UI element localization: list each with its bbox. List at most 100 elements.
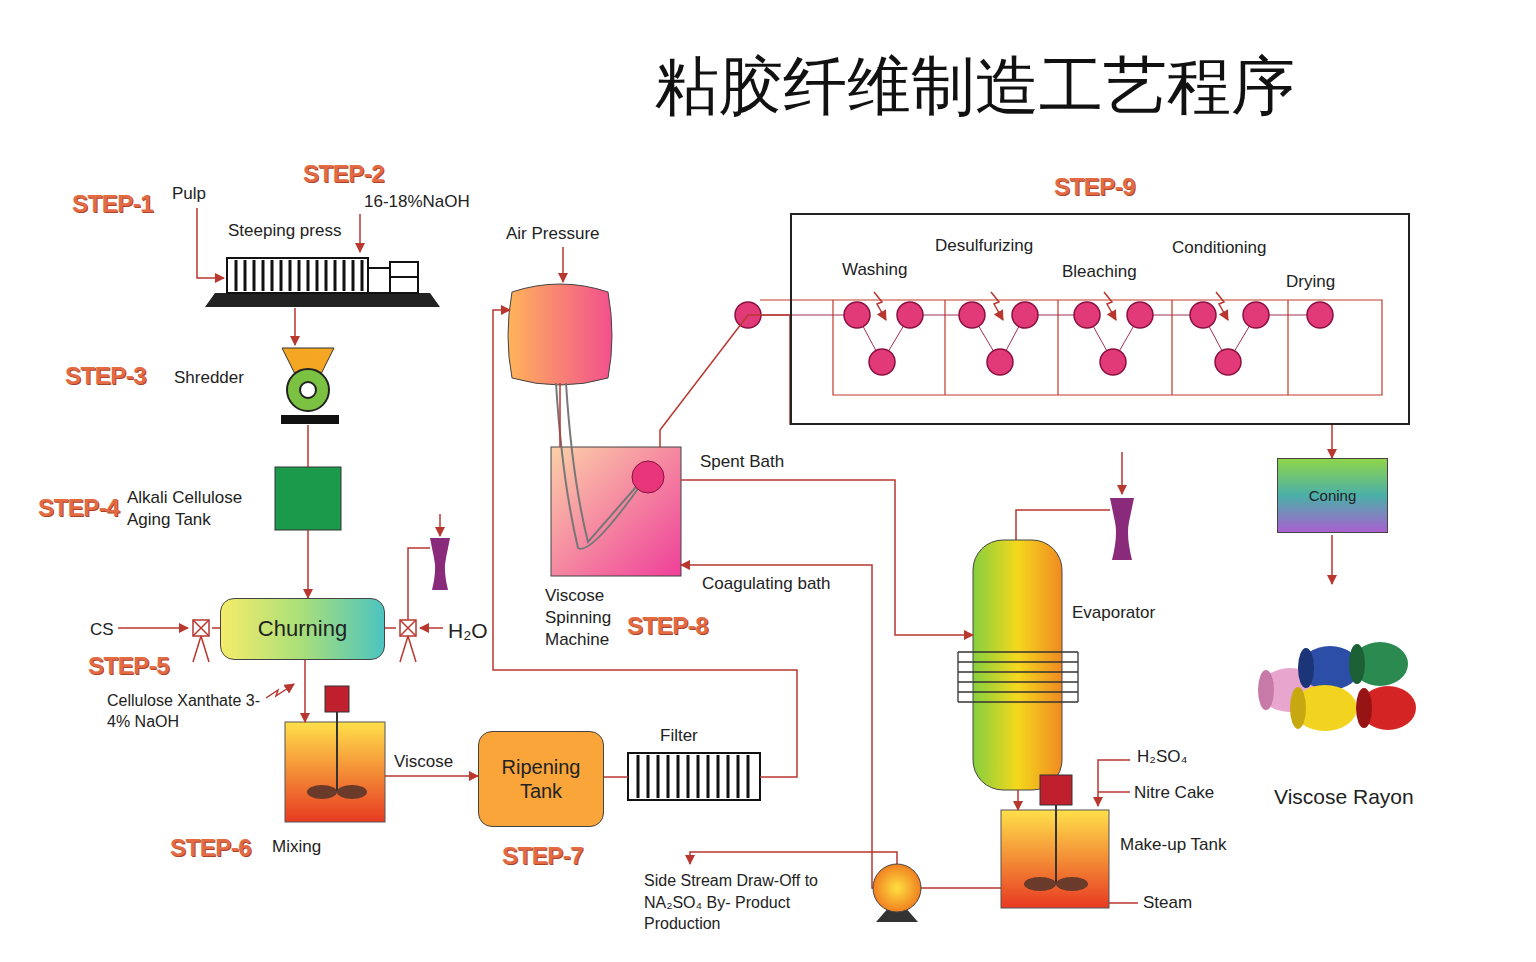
thread-spools xyxy=(1290,687,1306,729)
roller xyxy=(897,302,923,328)
make-up-tank xyxy=(1055,805,1057,884)
feed-arrows xyxy=(562,247,564,282)
make-up-tank xyxy=(1024,877,1056,891)
connector xyxy=(307,530,309,598)
mixing-tank xyxy=(336,712,338,792)
node-text: Viscose Spinning Machine xyxy=(545,585,637,651)
steeping-press xyxy=(205,258,440,307)
make-up-tank xyxy=(1001,775,1109,908)
steeping-press xyxy=(390,276,418,278)
filter-element xyxy=(687,755,690,798)
after-treatment-line xyxy=(760,300,1382,395)
connector xyxy=(304,660,306,722)
node-text: Bleaching xyxy=(1062,261,1137,283)
spray-arrow xyxy=(874,292,886,320)
connector-label: Spent Bath xyxy=(698,452,786,472)
mixing-tank xyxy=(325,686,349,712)
equipment: Viscose Spinning Machine xyxy=(551,447,681,576)
equipment: Evaporator xyxy=(973,540,1062,790)
feed-arrows xyxy=(1016,510,1110,540)
spray-arrow xyxy=(991,292,1003,320)
node-text: Air Pressure xyxy=(506,223,600,245)
feed-arrows xyxy=(266,684,294,698)
mixing-tank xyxy=(337,785,367,799)
press-plate xyxy=(262,260,265,291)
feed-arrows xyxy=(118,208,1332,903)
filter-element xyxy=(667,755,670,798)
connector xyxy=(307,425,309,467)
connector xyxy=(681,565,1001,888)
step-number: STEP-7 xyxy=(502,840,583,871)
evaporator xyxy=(958,652,1078,702)
label: H₂SO₄ xyxy=(1137,746,1187,768)
filter-element xyxy=(707,755,710,798)
connector xyxy=(604,776,628,778)
node-text: Steeping press xyxy=(228,220,341,242)
mixing-tank xyxy=(285,722,385,822)
equipment: Filter xyxy=(628,753,760,800)
press-plate xyxy=(343,260,346,291)
spray-arrow xyxy=(1216,292,1228,320)
label: Nitre Cake xyxy=(1134,782,1214,804)
label: Viscose Rayon xyxy=(1274,783,1414,810)
step-number: STEP-9 xyxy=(1054,171,1135,202)
valve-symbol xyxy=(193,620,209,662)
connector-label: Viscose xyxy=(392,752,455,772)
feed-arrows xyxy=(690,852,897,864)
label: Steam xyxy=(1143,892,1192,914)
connector xyxy=(385,775,478,777)
label: Side Stream Draw-Off to NA₂SO₄ By- Produ… xyxy=(644,870,844,935)
connector xyxy=(493,310,797,777)
steeping-press xyxy=(236,260,362,291)
filter-element xyxy=(697,755,700,798)
evaporator xyxy=(958,540,1078,790)
label: H₂O xyxy=(448,617,488,644)
process-section: STEP-9WashingDesulfurizingBleachingCondi… xyxy=(790,213,1410,425)
roller xyxy=(844,302,870,328)
filter-element xyxy=(737,755,740,798)
filter-element xyxy=(637,755,640,798)
node-text: Make-up Tank xyxy=(1120,834,1226,856)
press-plate xyxy=(253,260,256,291)
label: 16-18%NaOH xyxy=(364,191,470,213)
filter xyxy=(638,755,748,798)
press-plate xyxy=(235,260,238,291)
press-plate xyxy=(271,260,274,291)
press-plate xyxy=(316,260,319,291)
node-text: Churning xyxy=(252,616,353,642)
spray-arrow xyxy=(1104,292,1116,320)
connector xyxy=(681,480,973,635)
step-number: STEP-4 xyxy=(38,492,119,523)
thread-spools xyxy=(1298,648,1314,688)
label: Cellulose Xanthate 3-4% NaOH xyxy=(107,691,267,733)
feed-arrows xyxy=(1098,760,1130,806)
press-plate xyxy=(298,260,301,291)
thread-spools xyxy=(1349,644,1365,684)
steeping-press xyxy=(368,268,390,293)
spray-arrow xyxy=(874,292,1228,320)
press-plate xyxy=(361,260,364,291)
filter-element xyxy=(657,755,660,798)
filter-element xyxy=(727,755,730,798)
feed-arrows xyxy=(1121,452,1123,494)
filter xyxy=(628,753,760,800)
shredder xyxy=(287,369,329,411)
roller xyxy=(959,302,985,328)
roller xyxy=(1215,349,1241,375)
thread-spools xyxy=(1356,688,1372,728)
feed-arrows xyxy=(197,208,224,278)
connector xyxy=(559,383,561,447)
roller xyxy=(1307,302,1333,328)
process-box: Churning xyxy=(220,598,385,660)
connector xyxy=(1331,425,1333,458)
filter-element xyxy=(647,755,650,798)
steeping-press xyxy=(390,262,418,293)
steeping-press xyxy=(227,258,368,293)
feed-arrows xyxy=(1331,535,1333,584)
feed-arrows xyxy=(1098,791,1130,793)
node-text: Conditioning xyxy=(1172,237,1267,259)
roller xyxy=(869,349,895,375)
title: 粘胶纤维制造工艺程序 xyxy=(655,48,1295,125)
press-plate xyxy=(307,260,310,291)
